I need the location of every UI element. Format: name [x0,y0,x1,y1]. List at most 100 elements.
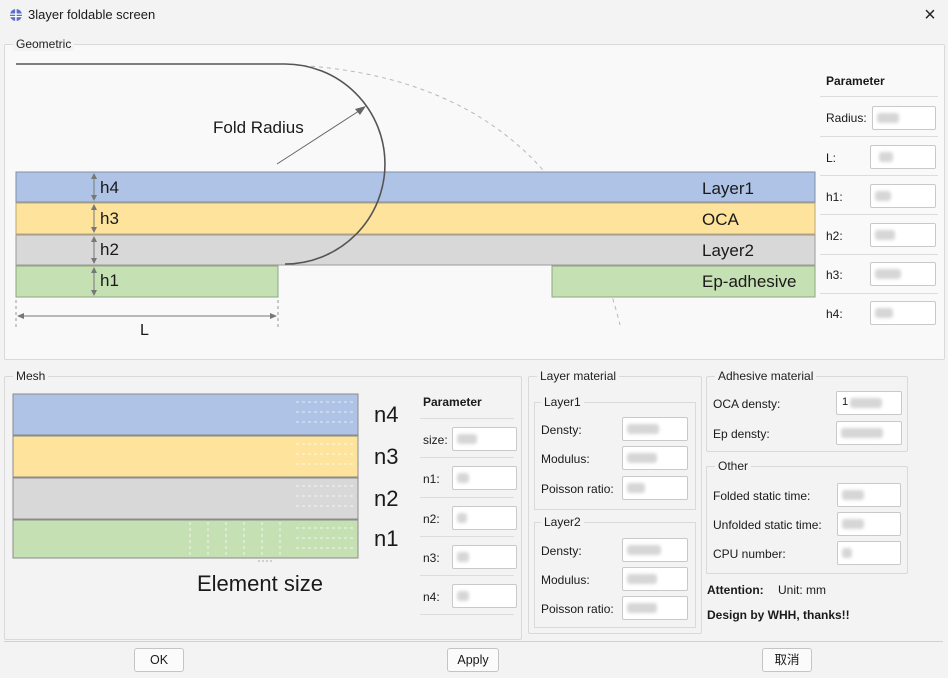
mesh-group-label: Mesh [13,369,49,383]
n1-label: n1: [423,472,440,486]
oca-densty-value: 1 [842,396,849,408]
mesh-n1-label: n1 [374,526,399,551]
layer1-subgroup: Layer1 [534,395,696,510]
layer1-modulus-label: Modulus: [541,452,590,466]
layer1-densty-label: Densty: [541,423,582,437]
divider [420,575,514,576]
layer2-label: Layer2 [702,241,754,260]
h2-label: h2 [100,240,119,259]
layer2-densty-input[interactable] [622,538,688,562]
divider [820,175,938,176]
divider [820,214,938,215]
h4-input[interactable] [870,301,936,325]
h4-param-label: h4: [826,307,843,321]
divider [820,293,938,294]
layer-material-group: Layer material [528,369,702,634]
adhesive-material-label: Adhesive material [715,369,817,383]
layer2-subgroup: Layer2 [534,515,696,628]
fold-radius-label: Fold Radius [213,118,304,137]
size-input[interactable] [452,427,517,451]
apply-button[interactable]: Apply [447,648,499,672]
geometric-param-header: Parameter [826,74,885,88]
h1-param-label: h1: [826,190,843,204]
size-label: size: [423,433,448,447]
n3-input[interactable] [452,545,517,569]
ep-densty-input[interactable] [836,421,902,445]
n2-label: n2: [423,512,440,526]
element-size-label: Element size [197,571,323,596]
folded-time-input[interactable] [837,483,901,507]
window-title: 3layer foldable screen [28,7,156,22]
h1-input[interactable] [870,184,936,208]
cpu-number-input[interactable] [837,541,901,565]
l-label: L: [826,151,837,165]
layer2-densty-label: Densty: [541,544,582,558]
h3-label: h3 [100,209,119,228]
unfolded-time-input[interactable] [837,512,901,536]
oca-band [15,202,816,235]
layer1-poisson-input[interactable] [622,476,688,500]
other-group-label: Other [715,459,752,473]
layer1-densty-input[interactable] [622,417,688,441]
n4-input[interactable] [452,584,517,608]
layer2-subgroup-label: Layer2 [541,515,584,529]
attention-text: Unit: mm [778,583,826,597]
cancel-button[interactable]: 取消 [762,648,812,672]
layer2-modulus-label: Modulus: [541,573,590,587]
geometric-diagram [15,63,816,330]
h1-label: h1 [100,271,119,290]
divider [420,614,514,615]
n4-label: n4: [423,590,440,604]
layer1-label: Layer1 [702,179,754,198]
layer1-subgroup-label: Layer1 [541,395,584,409]
credit-text: Design by WHH, thanks!! [707,608,850,622]
layer1-poisson-label: Poisson ratio: [541,482,614,496]
divider [420,418,514,419]
h2-input[interactable] [870,223,936,247]
ep-adhesive-label: Ep-adhesive [702,272,797,291]
l-input[interactable] [870,145,936,169]
divider [820,254,938,255]
layer2-band [15,234,816,266]
folded-time-label: Folded static time: [713,489,811,503]
radius-label: Radius: [826,111,867,125]
h4-label: h4 [100,178,119,197]
mesh-diagram [12,393,359,562]
close-button[interactable]: × [924,4,936,26]
layer-material-label: Layer material [537,369,620,383]
mesh-n3-label: n3 [374,444,399,469]
h3-input[interactable] [870,262,936,286]
title-bar: 3layer foldable screen × [0,0,948,30]
divider [420,457,514,458]
layer2-poisson-label: Poisson ratio: [541,602,614,616]
layer2-poisson-input[interactable] [622,596,688,620]
radius-input[interactable] [872,106,936,130]
app-icon [10,9,22,21]
layer1-modulus-input[interactable] [622,446,688,470]
adhesive-right [551,265,816,298]
n3-label: n3: [423,551,440,565]
ok-button[interactable]: OK [134,648,184,672]
bottom-divider [4,641,943,642]
divider [420,536,514,537]
n2-input[interactable] [452,506,517,530]
attention-label: Attention: [707,583,764,597]
divider [820,96,938,97]
mesh-n2-label: n2 [374,486,399,511]
divider [820,136,938,137]
adhesive-left [15,265,279,298]
n1-input[interactable] [452,466,517,490]
length-label: L [140,322,149,339]
h3-param-label: h3: [826,268,843,282]
adhesive-material-group: Adhesive material [706,369,908,452]
oca-label: OCA [702,210,739,229]
other-group: Other [706,459,908,574]
mesh-group: Mesh [4,369,522,640]
oca-densty-label: OCA densty: [713,397,781,411]
mesh-param-header: Parameter [423,395,482,409]
ep-densty-label: Ep densty: [713,427,770,441]
unfolded-time-label: Unfolded static time: [713,518,822,532]
layer1-band [15,171,816,203]
layer2-modulus-input[interactable] [622,567,688,591]
oca-densty-input[interactable]: 1 [836,391,902,415]
